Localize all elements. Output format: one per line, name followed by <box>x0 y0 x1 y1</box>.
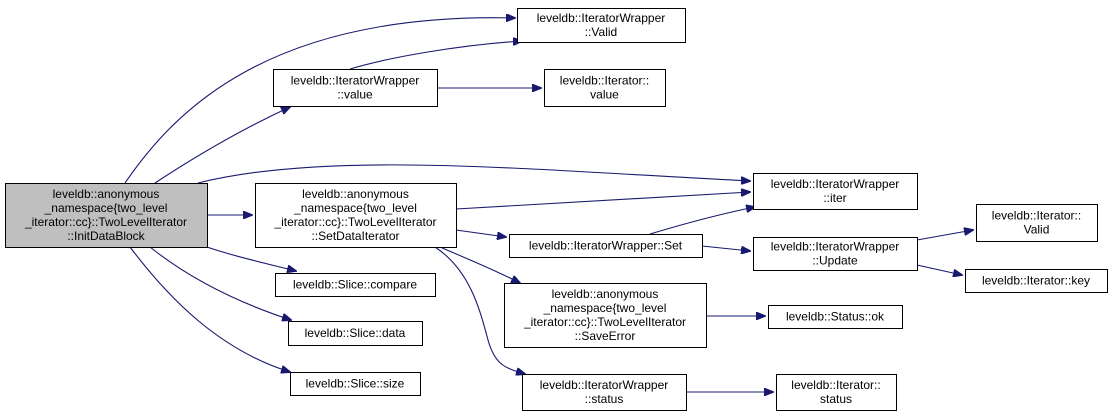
node-iw-status[interactable]: leveldb::IteratorWrapper::status <box>522 374 687 411</box>
node-label-line: leveldb::Status::ok <box>786 310 885 324</box>
edge-set-data-iter-to-save-error <box>439 246 520 283</box>
nodes-layer: leveldb::anonymous_namespace{two_level_i… <box>5 8 1108 411</box>
node-label-line: ::iter <box>823 191 846 205</box>
node-save-error[interactable]: leveldb::anonymous_namespace{two_level_i… <box>504 283 707 348</box>
node-label-line: value <box>590 88 619 102</box>
node-box <box>965 269 1108 293</box>
node-label-line: ::status <box>585 392 624 406</box>
node-label-line: leveldb::Iterator:: <box>791 378 880 392</box>
node-label-line: leveldb::IteratorWrapper <box>291 74 420 88</box>
node-set-data-iter[interactable]: leveldb::anonymous_namespace{two_level_i… <box>255 183 457 248</box>
node-label-line: leveldb::IteratorWrapper::Set <box>529 239 683 253</box>
node-label-line: leveldb::IteratorWrapper <box>537 11 666 25</box>
node-iw-valid[interactable]: leveldb::IteratorWrapper::Valid <box>517 8 686 43</box>
node-box <box>273 69 438 107</box>
edge-iw-update-to-it-key <box>916 264 962 275</box>
node-iw-value[interactable]: leveldb::IteratorWrapper::value <box>273 69 438 107</box>
node-label-line: _iterator::cc}::TwoLevelIterator <box>24 215 187 229</box>
node-label-line: _namespace{two_level <box>543 301 667 315</box>
edge-init-to-iw-valid <box>124 18 515 184</box>
node-slice-data[interactable]: leveldb::Slice::data <box>288 321 423 346</box>
node-label-line: leveldb::Iterator:: <box>992 209 1081 223</box>
node-iw-iter[interactable]: leveldb::IteratorWrapper::iter <box>753 173 918 210</box>
node-label-line: leveldb::anonymous <box>53 187 160 201</box>
node-label-line: status <box>820 392 852 406</box>
node-it-key[interactable]: leveldb::Iterator::key <box>965 269 1108 293</box>
node-it-value[interactable]: leveldb::Iterator::value <box>544 69 666 107</box>
node-slice-size[interactable]: leveldb::Slice::size <box>290 372 421 396</box>
node-label-line: _namespace{two_level <box>44 201 168 215</box>
node-box <box>753 237 918 271</box>
edge-set-data-iter-to-iw-set <box>455 229 506 237</box>
node-slice-compare[interactable]: leveldb::Slice::compare <box>275 273 436 297</box>
node-box <box>288 321 423 346</box>
node-label-line: _iterator::cc}::TwoLevelIterator <box>523 315 686 329</box>
node-init: leveldb::anonymous_namespace{two_level_i… <box>5 183 208 248</box>
node-box <box>290 372 421 396</box>
node-label-line: ::SaveError <box>575 329 636 343</box>
node-label-line: ::InitDataBlock <box>67 229 145 243</box>
edge-iw-set-to-iw-iter <box>649 207 755 235</box>
node-box <box>522 374 687 411</box>
edge-init-to-iw-value <box>154 107 290 184</box>
node-label-line: leveldb::anonymous <box>552 287 659 301</box>
node-label-line: leveldb::Slice::compare <box>293 278 417 292</box>
edge-set-data-iter-to-iw-iter <box>455 192 750 210</box>
edges-layer <box>124 18 973 392</box>
edge-init-to-slice-size <box>129 246 290 372</box>
node-box <box>753 173 918 210</box>
node-label-line: leveldb::IteratorWrapper <box>771 177 900 191</box>
node-label-line: _iterator::cc}::TwoLevelIterator <box>273 215 436 229</box>
node-box <box>976 204 1098 242</box>
node-it-valid[interactable]: leveldb::Iterator::Valid <box>976 204 1098 242</box>
node-label-line: leveldb::IteratorWrapper <box>540 378 669 392</box>
edge-set-data-iter-to-iw-status <box>434 246 525 374</box>
node-label-line: leveldb::Iterator::key <box>982 274 1090 288</box>
node-box <box>5 183 208 248</box>
node-box <box>776 374 897 411</box>
node-box <box>509 234 703 258</box>
node-status-ok[interactable]: leveldb::Status::ok <box>768 305 903 329</box>
node-iw-update[interactable]: leveldb::IteratorWrapper::Update <box>753 237 918 271</box>
edge-iw-set-to-iw-update <box>701 245 750 251</box>
node-label-line: ::Valid <box>585 25 617 39</box>
node-iw-set[interactable]: leveldb::IteratorWrapper::Set <box>509 234 703 258</box>
edge-iw-update-to-it-valid <box>916 230 973 241</box>
node-label-line: leveldb::Slice::size <box>306 377 405 391</box>
node-label-line: ::SetDataIterator <box>311 229 399 243</box>
node-it-status[interactable]: leveldb::Iterator::status <box>776 374 897 411</box>
node-box <box>517 8 686 43</box>
node-box <box>768 305 903 329</box>
node-label-line: ::value <box>337 88 373 102</box>
node-label-line: ::Update <box>812 254 858 268</box>
node-box <box>504 283 707 348</box>
edge-iw-value-to-iw-valid <box>349 41 522 70</box>
node-box <box>544 69 666 107</box>
node-label-line: _namespace{two_level <box>293 201 417 215</box>
node-label-line: leveldb::IteratorWrapper <box>771 240 900 254</box>
node-label-line: leveldb::anonymous <box>302 187 409 201</box>
edge-init-to-iw-iter <box>197 164 750 183</box>
node-label-line: Valid <box>1024 223 1050 237</box>
edge-init-to-slice-data <box>149 246 291 320</box>
node-label-line: leveldb::Iterator:: <box>560 74 649 88</box>
edge-init-to-slice-compare <box>206 246 296 271</box>
node-label-line: leveldb::Slice::data <box>305 326 406 340</box>
node-box <box>255 183 457 248</box>
node-box <box>275 273 436 297</box>
